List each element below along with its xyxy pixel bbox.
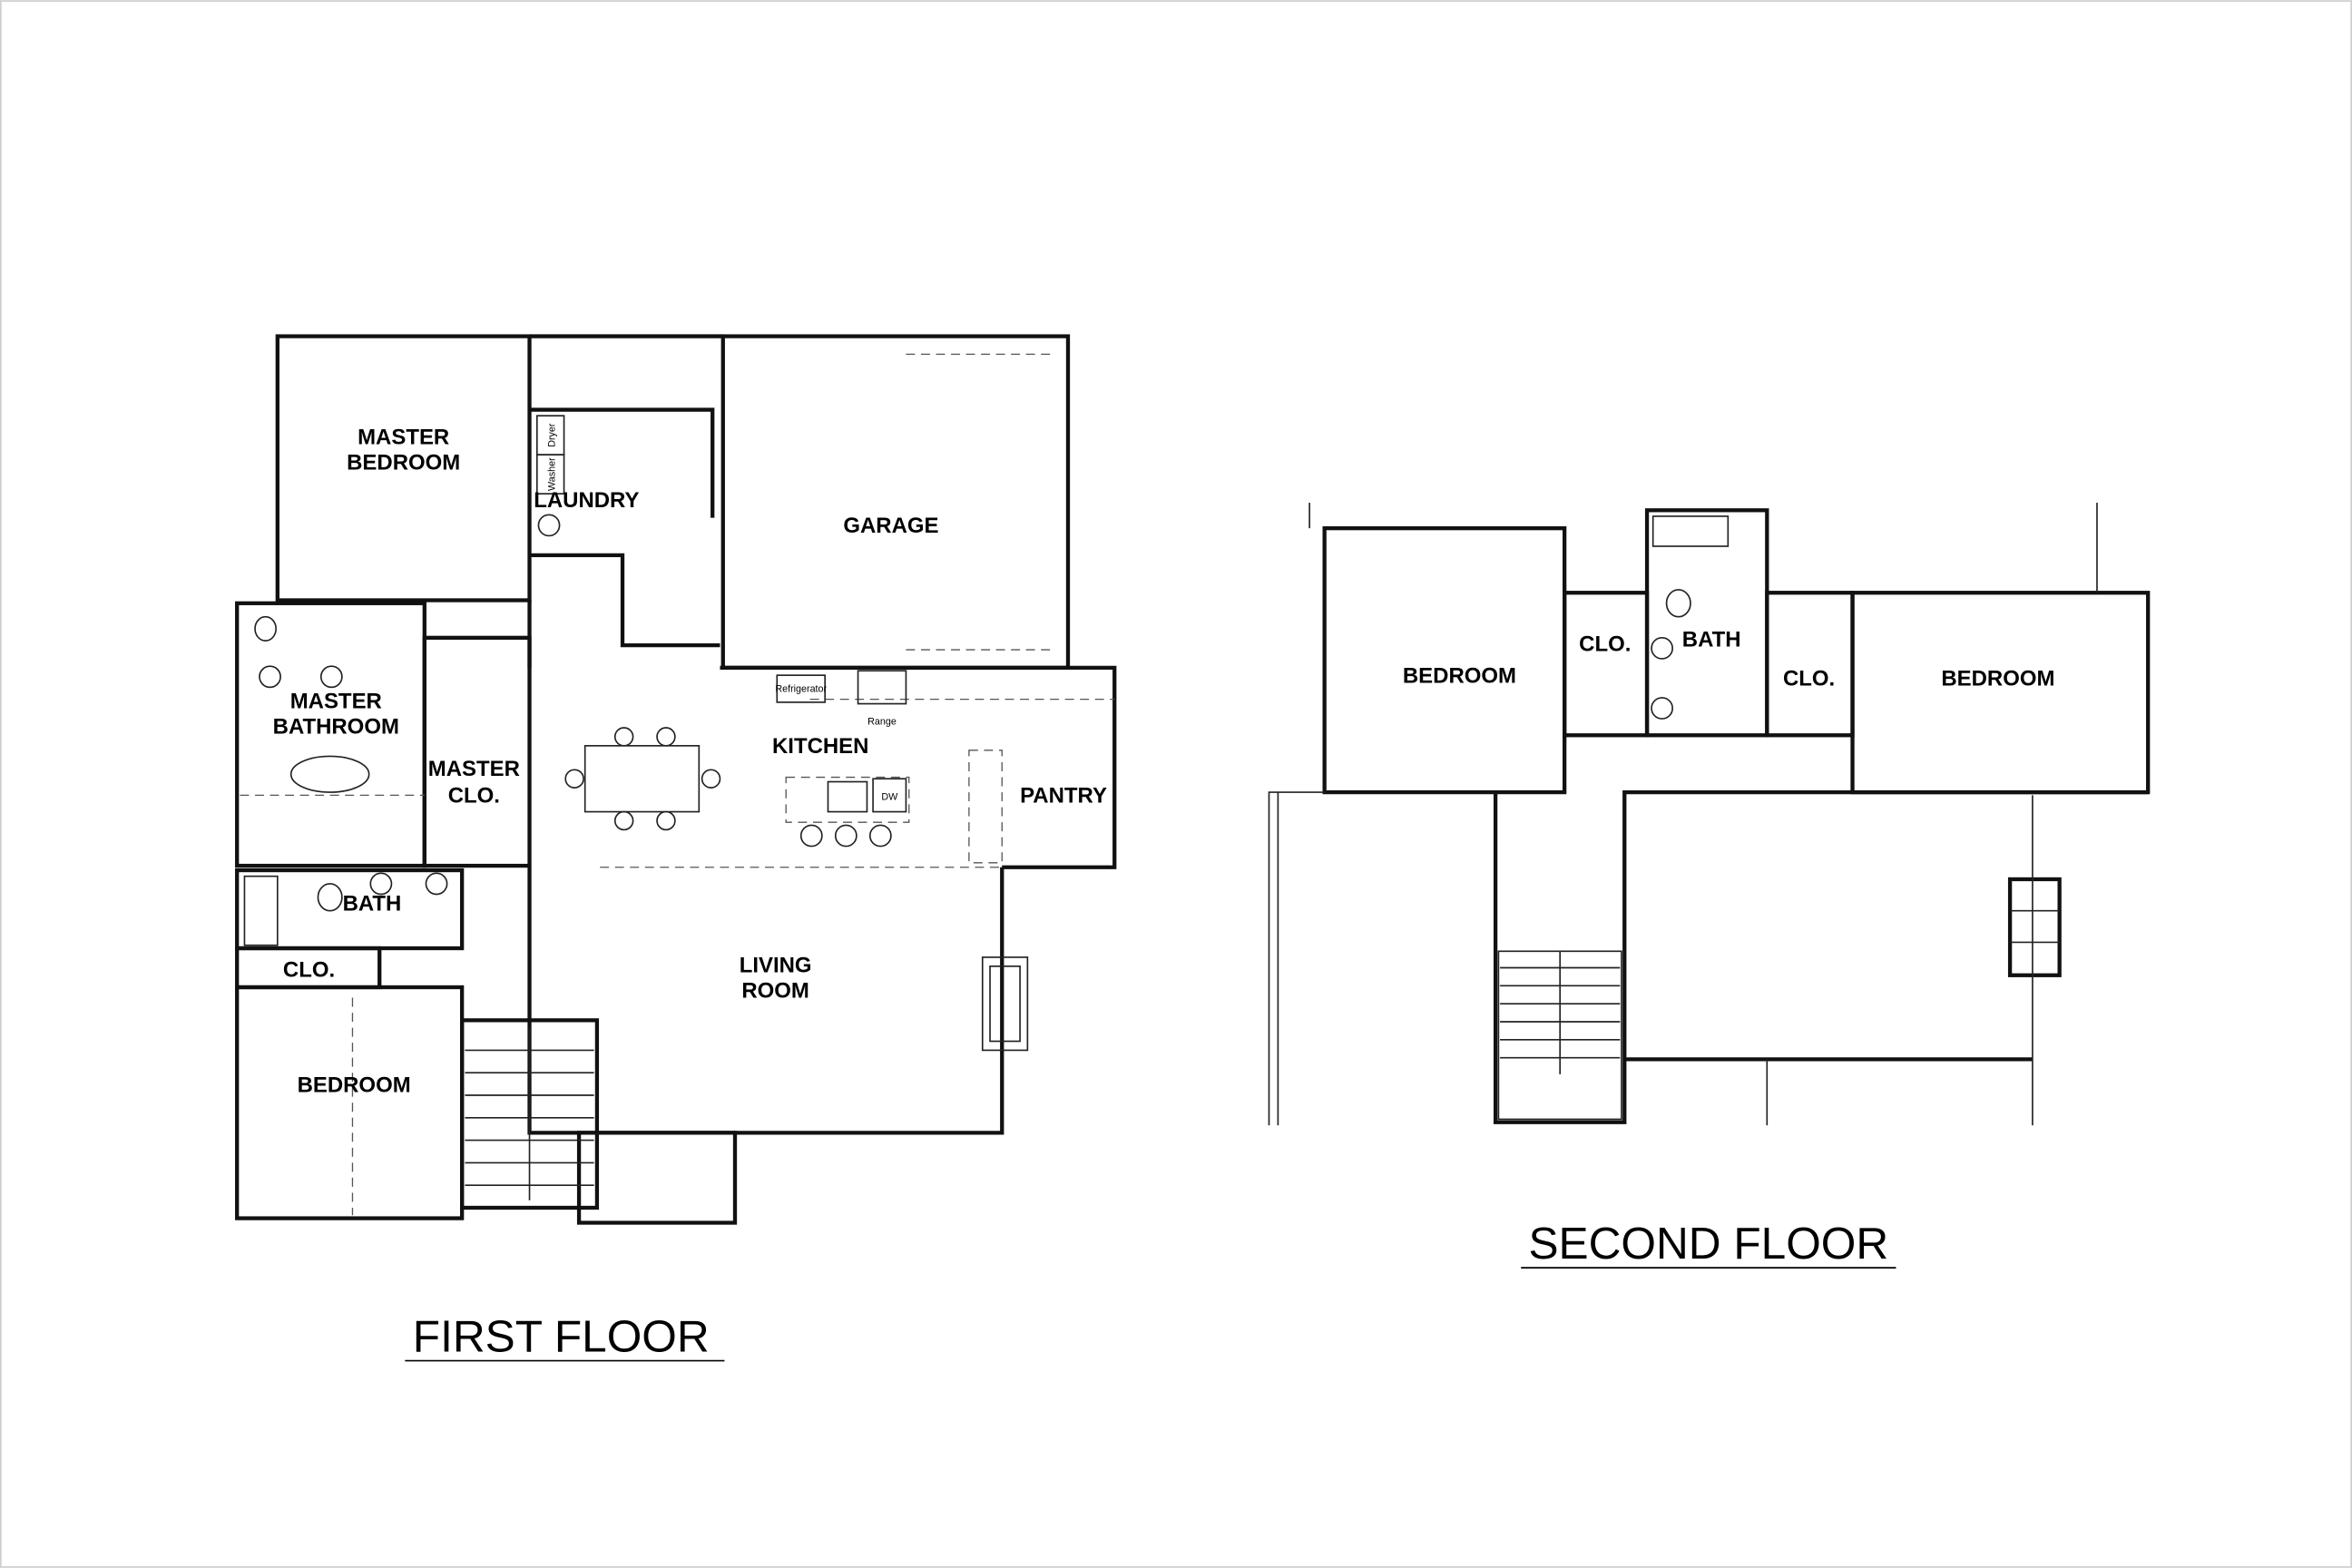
stairs [465, 1027, 594, 1200]
bath-fixtures [243, 615, 448, 946]
laundry-fixtures: Dryer Washer [535, 415, 565, 537]
closet-left-label: CLO. [1579, 632, 1631, 657]
first-floor-plan: Refrigerator Range DW Dryer Washer MASTE… [235, 334, 1117, 1362]
living-room-label-2: ROOM [741, 979, 809, 1004]
refrigerator [776, 674, 827, 703]
master-bathroom-label: MASTER [290, 690, 382, 714]
range [857, 670, 907, 705]
master-bathroom-label-2: BATHROOM [273, 715, 399, 740]
bedroom-label: BEDROOM [298, 1073, 411, 1098]
range-label: Range [867, 717, 897, 728]
second-floor-plan: BEDROOM CLO. BATH CLO. BEDROOM SECOND FL… [1268, 503, 2151, 1269]
closet-right-label: CLO. [1783, 667, 1835, 691]
bedroom-left-label: BEDROOM [1403, 663, 1516, 688]
room-labels: BEDROOM CLO. BATH CLO. BEDROOM [1403, 628, 2055, 691]
second-floor-title: SECOND FLOOR [1528, 1218, 1888, 1269]
living-room-label: LIVING [740, 953, 812, 977]
master-bedroom-label-2: BEDROOM [347, 451, 460, 475]
room-labels: MASTER BEDROOM LAUNDRY GARAGE MASTER BAT… [273, 426, 1107, 1098]
dashed-lines [240, 353, 1115, 1216]
refrigerator-label: Refrigerator [775, 683, 827, 694]
dishwasher-label: DW [881, 791, 898, 802]
walls [235, 334, 1117, 1225]
laundry-label: LAUNDRY [534, 488, 639, 513]
pantry-label: PANTRY [1020, 784, 1107, 808]
washer-label: Washer [547, 457, 558, 491]
outer-lines [1268, 503, 2098, 1126]
garage-label: GARAGE [843, 514, 938, 538]
sink [827, 780, 868, 813]
dryer-label: Dryer [547, 423, 558, 447]
master-closet-label-2: CLO. [448, 784, 500, 808]
stairs [1497, 950, 1622, 1121]
kitchen-fixtures: Refrigerator Range DW [775, 670, 907, 848]
bath-fixtures [1651, 515, 1730, 720]
bath-label: BATH [1682, 628, 1741, 652]
master-closet-label: MASTER [428, 757, 520, 781]
bath-label: BATH [343, 892, 402, 916]
first-floor-title: FIRST FLOOR [413, 1311, 710, 1362]
closet-label: CLO. [283, 957, 335, 982]
walls [1322, 508, 2151, 1124]
kitchen-label: KITCHEN [772, 734, 868, 759]
dining-table [564, 727, 721, 831]
dishwasher [872, 778, 907, 813]
master-bedroom-label: MASTER [358, 426, 449, 450]
bedroom-right-label: BEDROOM [1941, 667, 2054, 691]
